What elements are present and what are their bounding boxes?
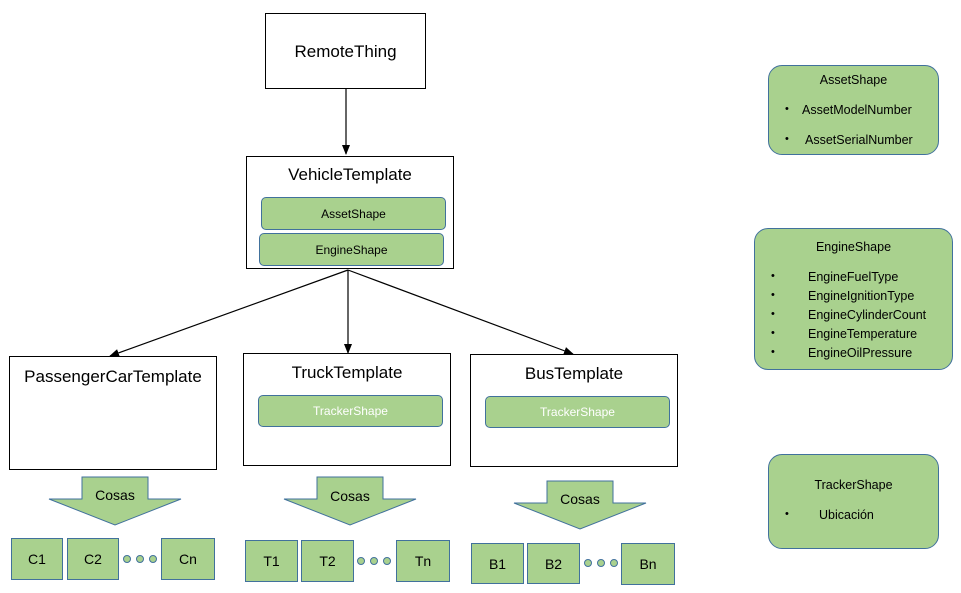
ellipsis-dot	[610, 559, 618, 567]
instance-b2: B2	[527, 543, 580, 584]
ellipsis-dot	[383, 557, 391, 565]
bullet-icon: •	[785, 133, 789, 145]
assetshape-chip: AssetShape	[261, 197, 446, 230]
cosas-label-truck: Cosas	[330, 488, 370, 504]
bullet-icon: •	[771, 289, 775, 301]
cosas-arrow-bus	[513, 480, 647, 530]
legend-assetshape-title: AssetShape	[819, 73, 888, 87]
legend-engineshape-title: EngineShape	[815, 240, 892, 254]
instance-bn: Bn	[621, 543, 675, 585]
bullet-icon: •	[771, 327, 775, 339]
vehicletemplate-label: VehicleTemplate	[288, 165, 412, 184]
legend-trackershape-title: TrackerShape	[814, 478, 893, 492]
ellipsis-dot	[370, 557, 378, 565]
passengercartemplate-node: PassengerCarTemplate	[9, 356, 217, 470]
legend-trackershape: TrackerShape • Ubicación	[768, 454, 939, 549]
bullet-icon: •	[785, 508, 789, 520]
legend-engineshape-item: EngineTemperature	[808, 327, 918, 341]
cosas-arrow-truck	[283, 476, 417, 526]
cosas-label-passenger: Cosas	[95, 487, 135, 503]
cosas-label-bus: Cosas	[560, 491, 600, 507]
trackershape-chip-bus: TrackerShape	[485, 396, 670, 428]
trucktemplate-label: TruckTemplate	[291, 363, 403, 382]
legend-assetshape: AssetShape • AssetModelNumber • AssetSer…	[768, 65, 939, 155]
instance-b1: B1	[471, 543, 524, 584]
legend-engineshape-item: EngineIgnitionType	[808, 289, 915, 303]
instance-t1: T1	[245, 540, 298, 582]
ellipsis-dot	[123, 555, 131, 563]
legend-assetshape-item: AssetModelNumber	[802, 103, 912, 117]
ellipsis-dot	[136, 555, 144, 563]
bullet-icon: •	[785, 103, 789, 115]
vehicletemplate-node: VehicleTemplate AssetShape EngineShape	[246, 156, 454, 269]
cosas-arrow-passenger	[48, 476, 182, 526]
trackershape-chip-truck: TrackerShape	[258, 395, 443, 427]
ellipsis-dot	[597, 559, 605, 567]
remotething-node: RemoteThing	[265, 13, 426, 89]
ellipsis-dot	[357, 557, 365, 565]
instance-cn: Cn	[161, 538, 215, 580]
bullet-icon: •	[771, 270, 775, 282]
engineshape-chip: EngineShape	[259, 233, 444, 266]
instance-t2: T2	[301, 540, 354, 582]
legend-engineshape-item: EngineFuelType	[808, 270, 899, 284]
legend-engineshape-item: EngineOilPressure	[808, 346, 913, 360]
ellipsis-dot	[584, 559, 592, 567]
trucktemplate-node: TruckTemplate TrackerShape	[243, 353, 451, 466]
legend-assetshape-item: AssetSerialNumber	[805, 133, 913, 147]
legend-trackershape-item: Ubicación	[819, 508, 874, 522]
legend-engineshape: EngineShape • EngineFuelType • EngineIgn…	[754, 228, 953, 370]
ellipsis-dot	[149, 555, 157, 563]
bullet-icon: •	[771, 346, 775, 358]
instance-c2: C2	[67, 538, 119, 580]
arrow-vehicle-to-passengercar	[109, 269, 349, 357]
bustemplate-label: BusTemplate	[524, 364, 624, 383]
instance-c1: C1	[11, 538, 63, 580]
instance-tn: Tn	[396, 540, 450, 582]
bustemplate-node: BusTemplate TrackerShape	[470, 354, 678, 467]
passengercartemplate-label: PassengerCarTemplate	[24, 367, 202, 386]
bullet-icon: •	[771, 308, 775, 320]
legend-engineshape-item: EngineCylinderCount	[808, 308, 927, 322]
arrow-vehicle-to-bus	[347, 269, 574, 355]
remotething-label: RemoteThing	[294, 42, 397, 61]
